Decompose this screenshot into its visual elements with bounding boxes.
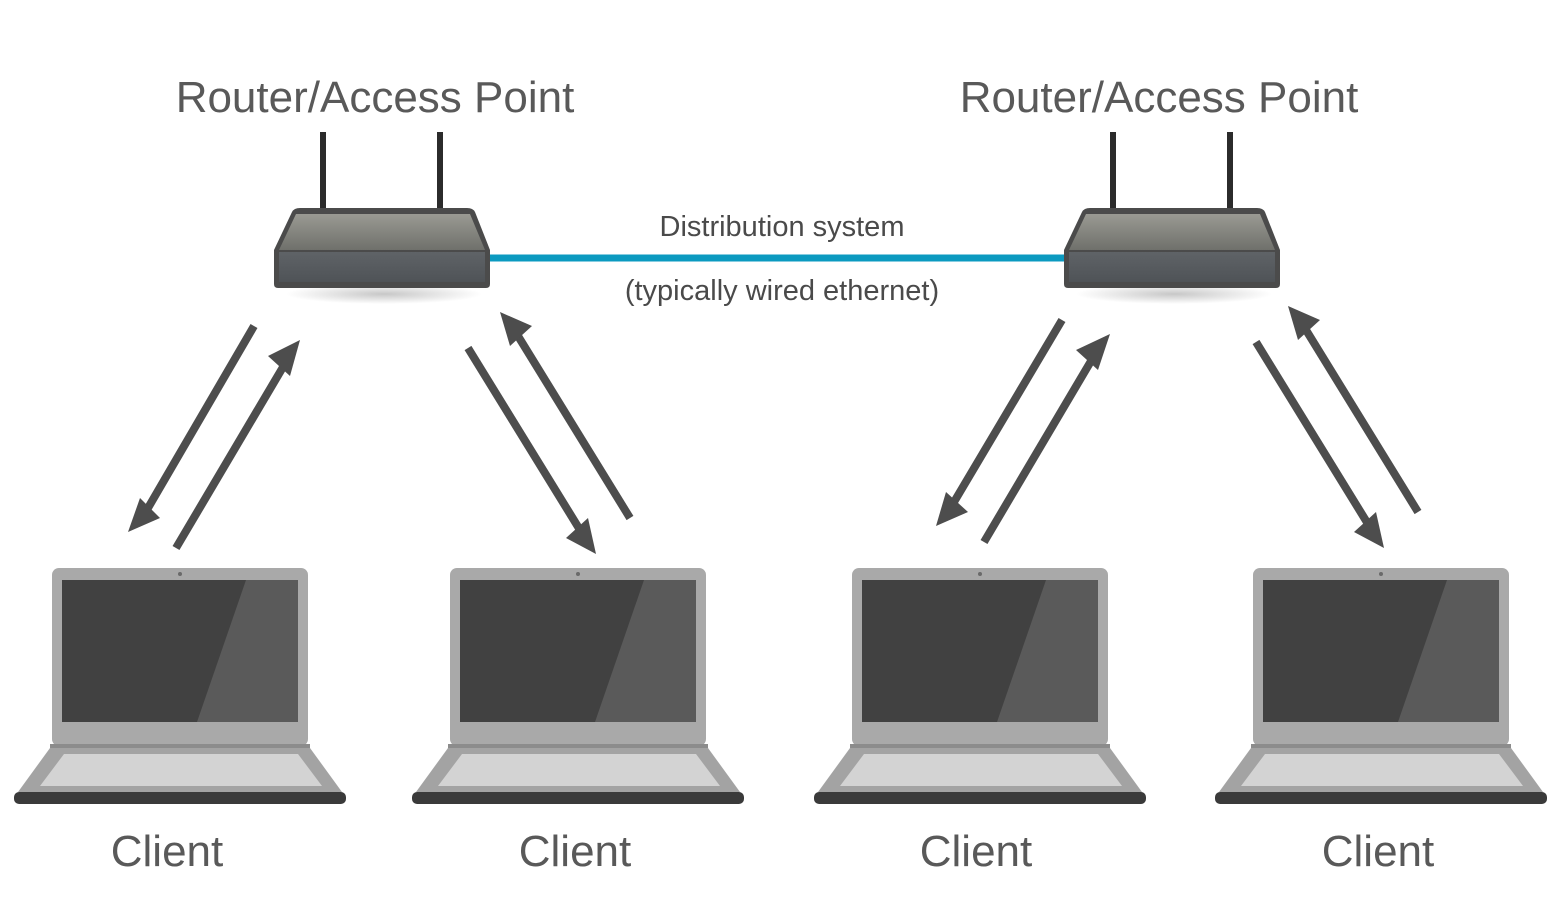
laptop-icon xyxy=(1215,568,1547,804)
router-2: Router/Access Point xyxy=(960,73,1359,304)
double-arrow-icon xyxy=(1252,306,1422,548)
client-label: Client xyxy=(519,827,632,876)
client-label: Client xyxy=(920,827,1033,876)
router-label: Router/Access Point xyxy=(176,73,575,122)
client-2: Client xyxy=(412,568,744,876)
distribution-link-sublabel: (typically wired ethernet) xyxy=(625,275,939,307)
router-icon xyxy=(274,132,490,304)
distribution-link-label: Distribution system xyxy=(660,211,905,243)
client-4: Client xyxy=(1215,568,1547,876)
client-label: Client xyxy=(1322,827,1435,876)
laptop-icon xyxy=(412,568,744,804)
double-arrow-icon xyxy=(128,323,300,551)
router-label: Router/Access Point xyxy=(960,73,1359,122)
laptop-icon xyxy=(814,568,1146,804)
client-3: Client xyxy=(814,568,1146,876)
client-label: Client xyxy=(111,827,224,876)
router-icon xyxy=(1064,132,1280,304)
laptop-icon xyxy=(14,568,346,804)
double-arrow-icon xyxy=(464,312,634,554)
client-1: Client xyxy=(14,568,346,876)
router-1: Router/Access Point xyxy=(176,73,575,304)
double-arrow-icon xyxy=(936,317,1110,545)
